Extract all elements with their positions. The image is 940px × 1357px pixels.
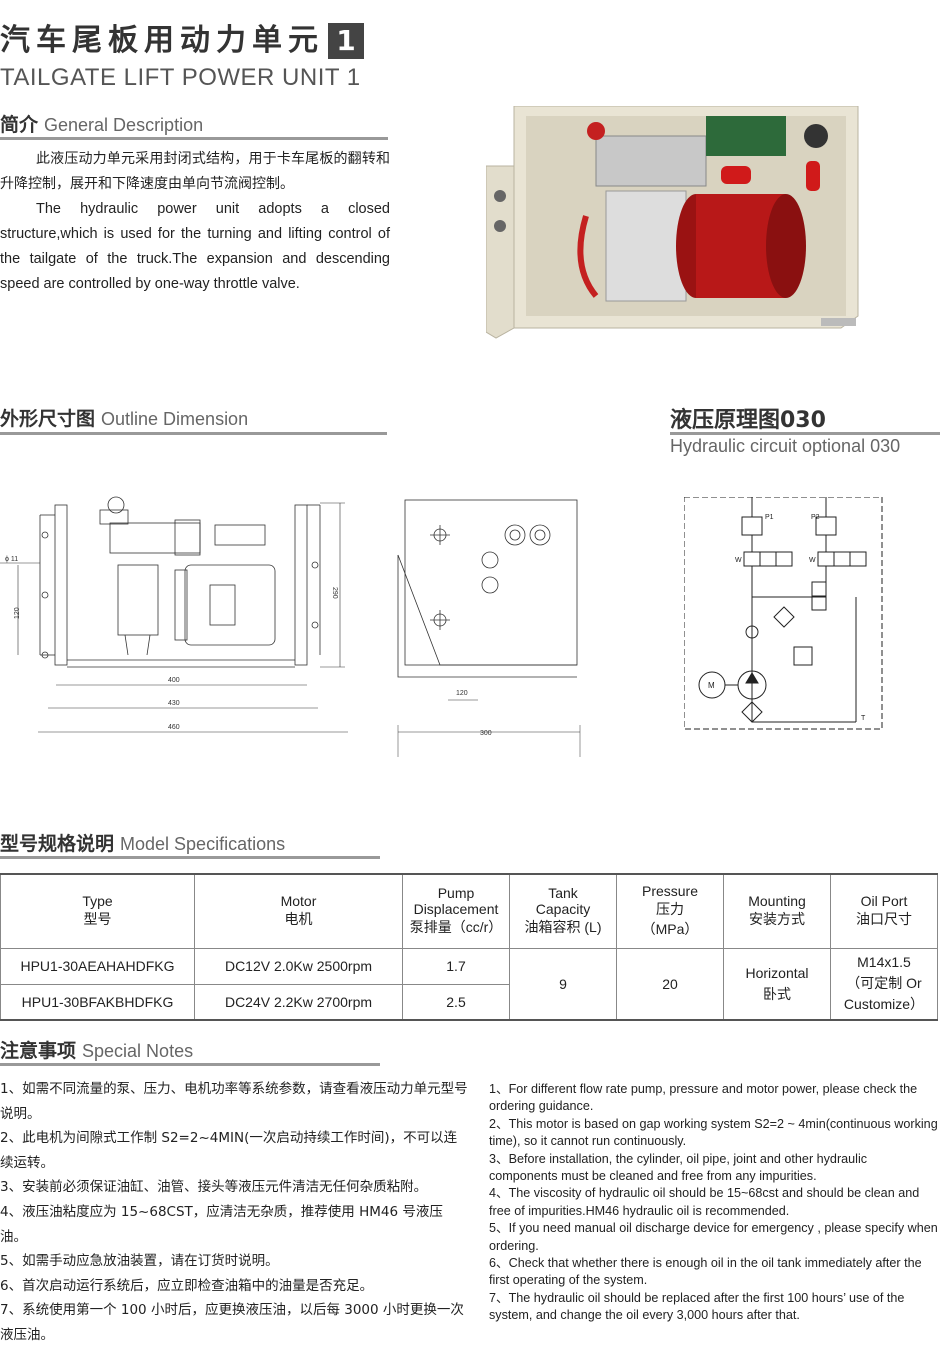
notes-en-list: 1、For different flow rate pump, pressure… (489, 1081, 939, 1325)
note-en: 4、The viscosity of hydraulic oil should … (489, 1186, 920, 1218)
page-title-en: TAILGATE LIFT POWER UNIT 1 (0, 64, 361, 91)
note-en: 5、If you need manual oil discharge devic… (489, 1221, 938, 1253)
hydraulic-schematic: P1 P2 W W T M (684, 497, 883, 730)
outline-drawing: ϕ 11 120 290 400 430 460 120 300 (0, 496, 581, 757)
product-photo (486, 106, 859, 339)
cell-pump: 1.7 (402, 947, 510, 985)
dim-d11: ϕ 11 (5, 556, 18, 563)
notes-rule (0, 1063, 380, 1066)
label-p1: P1 (765, 514, 774, 521)
note-cn: 4、液压油粘度应为 15~68CST，应清洁无杂质，推荐使用 HM46 号液压油… (0, 1203, 443, 1245)
note-cn: 1、如需不同流量的泵、压力、电机功率等系统参数，请查看液压动力单元型号说明。 (0, 1081, 468, 1122)
title-badge: 1 (328, 23, 364, 59)
label-p2: P2 (811, 514, 820, 521)
label-m: M (708, 681, 715, 690)
dim-120-side: 120 (14, 607, 21, 619)
cell-pump: 2.5 (402, 983, 510, 1021)
general-text-en: The hydraulic power unit adopts a closed… (0, 201, 390, 292)
note-en: 3、Before installation, the cylinder, oil… (489, 1151, 868, 1184)
note-cn: 7、系统使用第一个 100 小时后，应更换液压油，以后每 3000 小时更换一次… (0, 1302, 464, 1343)
note-en: 2、This motor is based on gap working sys… (489, 1116, 938, 1149)
hydraulic-title-en: Hydraulic circuit optional 030 (670, 436, 901, 456)
note-en: 1、For different flow rate pump, pressure… (489, 1082, 918, 1114)
note-cn: 6、首次启动运行系统后，应立即检查油箱中的油量是否充足。 (0, 1277, 374, 1294)
model-rule (0, 856, 380, 859)
hydraulic-title-cn: 液压原理图030 (670, 408, 826, 433)
notes-cn-list: 1、如需不同流量的泵、压力、电机功率等系统参数，请查看液压动力单元型号说明。 2… (0, 1077, 468, 1348)
label-w2: W (809, 557, 816, 564)
hydraulic-rule (670, 432, 940, 435)
note-en: 6、Check that whether there is enough oil… (489, 1256, 922, 1288)
cell-type: HPU1-30BFAKBHDFKG (0, 983, 195, 1021)
cell-pressure: 20 (616, 947, 724, 1021)
note-cn: 3、安装前必须保证油缸、油管、接头等液压元件清洁无任何杂质粘附。 (0, 1179, 428, 1196)
cell-motor: DC12V 2.0Kw 2500rpm (194, 947, 403, 985)
dim-120-bottom: 120 (456, 690, 468, 697)
note-en: 7、The hydraulic oil should be replaced a… (489, 1290, 905, 1323)
general-rule (0, 137, 388, 140)
cell-tank: 9 (509, 947, 617, 1021)
cell-motor: DC24V 2.2Kw 2700rpm (194, 983, 403, 1021)
cell-type: HPU1-30AEAHAHDFKG (0, 947, 195, 985)
table-row: HPU1-30AEAHAHDFKG DC12V 2.0Kw 2500rpm 1.… (0, 947, 938, 1021)
note-cn: 2、此电机为间隙式工作制 S2=2~4MIN(一次启动持续工作时间)，不可以连续… (0, 1130, 458, 1171)
note-cn: 5、如需手动应急放油装置，请在订货时说明。 (0, 1253, 279, 1270)
dim-300: 300 (480, 730, 492, 737)
label-t: T (861, 715, 866, 722)
side-view (397, 499, 578, 678)
label-w1: W (735, 557, 742, 564)
general-text-cn: 此液压动力单元采用封闭式结构，用于卡车尾板的翻转和升降控制，展开和下降速度由单向… (0, 151, 390, 192)
dim-430: 430 (168, 700, 180, 707)
outline-rule (0, 432, 387, 435)
dim-400: 400 (168, 677, 180, 684)
dim-290: 290 (331, 587, 338, 599)
front-view (39, 496, 321, 668)
table-row: HPU1-30BFAKBHDFKG DC24V 2.2Kw 2700rpm 2.… (0, 983, 938, 1021)
dim-460: 460 (168, 724, 180, 731)
